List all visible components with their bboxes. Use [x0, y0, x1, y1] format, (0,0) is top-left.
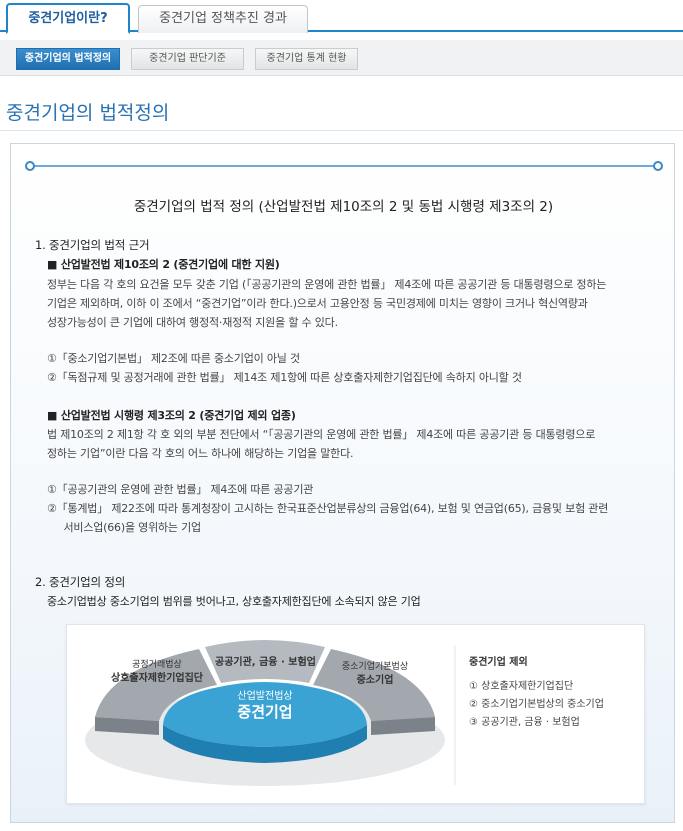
subtab-criteria[interactable]: 중견기업 판단기준	[131, 48, 244, 70]
definition-diagram: 공정거래법상 상호출자제한기업집단 공공기관, 금융 · 보험업 중소기업기본법…	[66, 624, 645, 804]
law1-line-2: 기업은 제외하며, 이하 이 조에서 “중견기업”이라 한다.)으로서 고용안정…	[47, 297, 588, 310]
diagram-segment-left	[95, 649, 217, 721]
decorative-line	[29, 165, 659, 167]
diagram-graphic	[85, 640, 456, 786]
law1-line-3: 성장가능성이 큰 기업에 대하여 행정적·재정적 지원을 할 수 있다.	[47, 316, 338, 329]
diagram-left-label-1: 공정거래법상	[132, 660, 182, 670]
law2-title: ■ 산업발전법 시행령 제3조의 2 (중견기업 제외 업종)	[47, 409, 296, 422]
diagram-segment-right-side	[371, 717, 435, 735]
diagram-right-label-2: 중소기업	[356, 675, 394, 686]
law1-item-1: ①「중소기업기본법」 제2조에 따른 중소기업이 아닐 것	[47, 352, 300, 365]
law2-item-2-cont: 서비스업(66)을 영위하는 기업	[47, 521, 201, 534]
subtab-statistics[interactable]: 중견기업 통계 현황	[255, 48, 358, 70]
law2-item-2: ②「통계법」 제22조에 따라 통계청장이 고시하는 한국표준산업분류상의 금융…	[47, 502, 609, 515]
title-divider	[0, 130, 683, 131]
law1-line-1: 정부는 다음 각 호의 요건을 모두 갖춘 기업 (「공공기관의 운영에 관한 …	[47, 278, 607, 291]
diagram-center-label-1: 산업발전법상	[237, 691, 293, 702]
subtab-legal-definition[interactable]: 중견기업의 법적정의	[16, 48, 120, 70]
diagram-segment-right	[313, 649, 435, 721]
diagram-center-side	[163, 725, 367, 763]
decorative-dot-left	[25, 161, 35, 171]
diagram-legend-title: 중견기업 제외	[469, 657, 528, 668]
top-tab-bar: 중견기업이란? 중견기업 정책추진 경과	[0, 0, 683, 34]
law1-title: ■ 산업발전법 제10조의 2 (중견기업에 대한 지원)	[47, 258, 280, 271]
sub-tab-bar: 중견기업의 법적정의 중견기업 판단기준 중견기업 통계 현황	[0, 40, 683, 76]
law2-item-1: ①「공공기관의 운영에 관한 법률」 제4조에 따른 공공기관	[47, 483, 314, 496]
decorative-dot-right	[653, 161, 663, 171]
law2-line-1: 법 제10조의 2 제1항 각 호 외의 부분 전단에서 “「공공기관의 운영에…	[47, 428, 596, 441]
diagram-center-label-2: 중견기업	[237, 703, 293, 721]
diagram-top-label: 공공기관, 금융 · 보험업	[215, 657, 316, 668]
diagram-legend-item-3: ③ 공공기관, 금융 · 보험업	[469, 717, 580, 728]
diagram-legend-item-1: ① 상호출자제한기업집단	[469, 681, 574, 692]
section1-title: 1. 중견기업의 법적 근거	[35, 238, 150, 252]
tab-policy-history[interactable]: 중견기업 정책추진 경과	[138, 5, 308, 33]
section2-text: 중소기업법상 중소기업의 범위를 벗어나고, 상호출자제한집단에 소속되지 않은…	[47, 595, 421, 608]
diagram-legend-item-2: ② 중소기업기본법상의 중소기업	[469, 699, 604, 710]
law2-line-2: 정하는 기업”이란 다음 각 호의 어느 하나에 해당하는 기업을 말한다.	[47, 447, 354, 460]
diagram-left-label-2: 상호출자제한기업집단	[111, 673, 203, 684]
section2-title: 2. 중견기업의 정의	[35, 575, 126, 589]
tab-what-is-midsize[interactable]: 중견기업이란?	[6, 3, 130, 34]
diagram-right-label-1: 중소기업기본법상	[341, 662, 409, 672]
page-title: 중견기업의 법적정의	[6, 102, 170, 124]
main-heading: 중견기업의 법적 정의 (산업발전법 제10조의 2 및 동법 시행령 제3조의…	[133, 199, 554, 215]
diagram-segment-left-side	[95, 717, 159, 735]
content-panel: 중견기업의 법적 정의 (산업발전법 제10조의 2 및 동법 시행령 제3조의…	[10, 143, 675, 823]
diagram-center	[163, 682, 367, 747]
diagram-segment-top	[205, 640, 325, 683]
law1-item-2: ②「독점규제 및 공정거래에 관한 법률」 제14조 제1항에 따른 상호출자제…	[47, 371, 522, 384]
